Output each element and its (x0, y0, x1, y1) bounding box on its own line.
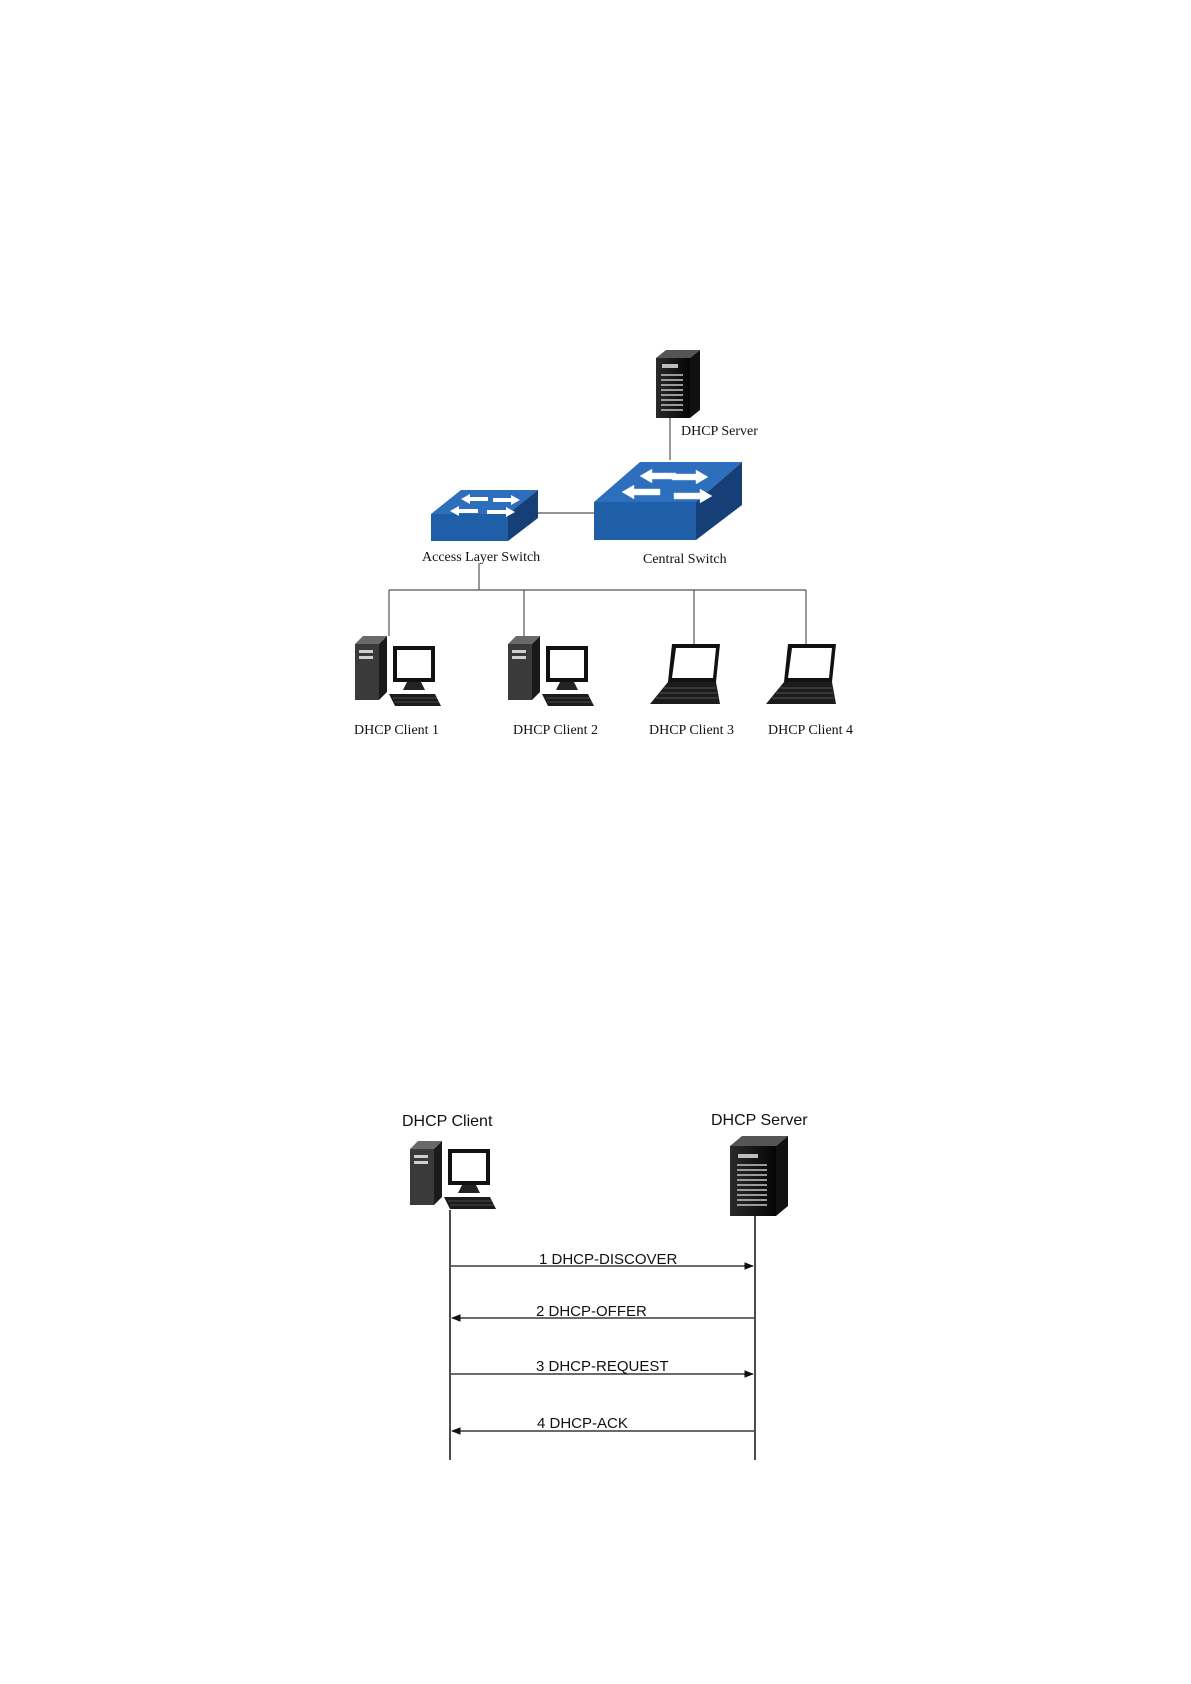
network-topology (355, 350, 836, 706)
central-switch-icon (594, 462, 742, 540)
client-3-label: DHCP Client 3 (649, 723, 734, 739)
central-switch-label: Central Switch (643, 552, 727, 568)
access-switch-icon (431, 490, 538, 541)
client-3-laptop-icon (650, 644, 720, 704)
client-1-label: DHCP Client 1 (354, 723, 439, 739)
message-3-label: 3 DHCP-REQUEST (536, 1358, 669, 1375)
message-1-label: 1 DHCP-DISCOVER (539, 1251, 677, 1268)
sequence-client-title: DHCP Client (402, 1113, 492, 1131)
access-switch-label: Access Layer Switch (422, 550, 540, 566)
sequence-client-desktop-icon (410, 1141, 496, 1209)
client-1-desktop-icon (355, 636, 441, 706)
message-4-label: 4 DHCP-ACK (537, 1415, 628, 1432)
server-label: DHCP Server (681, 424, 758, 440)
client-2-desktop-icon (508, 636, 594, 706)
server-tower-icon (656, 350, 700, 418)
client-2-label: DHCP Client 2 (513, 723, 598, 739)
message-2-label: 2 DHCP-OFFER (536, 1303, 647, 1320)
client-4-laptop-icon (766, 644, 836, 704)
client-4-label: DHCP Client 4 (768, 723, 853, 739)
sequence-server-tower-icon (730, 1136, 788, 1216)
sequence-server-title: DHCP Server (711, 1112, 808, 1130)
dhcp-sequence-diagram (410, 1136, 788, 1460)
